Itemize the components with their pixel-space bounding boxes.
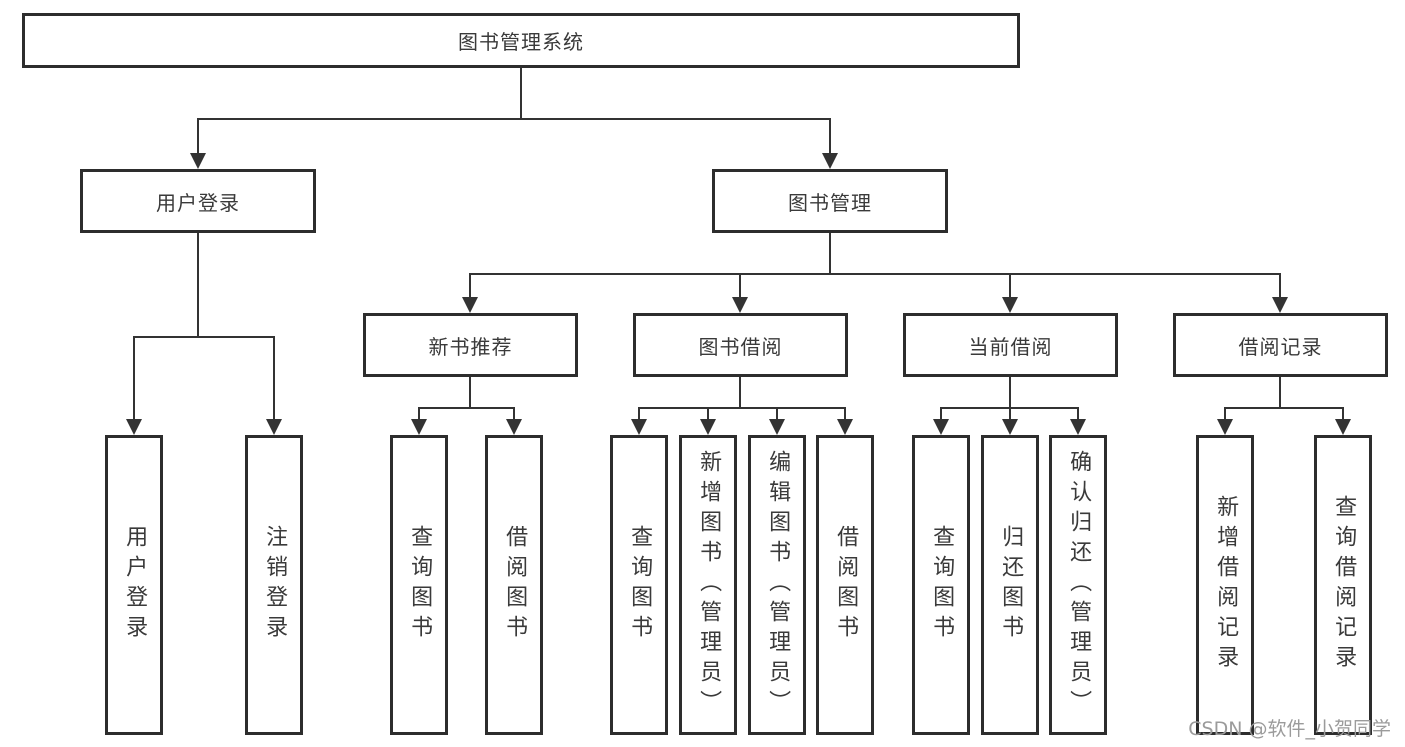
- connector-line: [470, 273, 1281, 275]
- connector-line: [1225, 407, 1344, 409]
- connector-line: [419, 407, 515, 409]
- leaf-query-borrow-record: 查询借阅记录: [1314, 435, 1372, 735]
- arrow-down-icon: [462, 273, 478, 313]
- node-user-login: 用户登录: [80, 169, 316, 233]
- node-new-book-recommend: 新书推荐: [363, 313, 578, 377]
- connector-line: [1009, 377, 1011, 407]
- csdn-watermark: CSDN @软件_小贺同学: [1188, 718, 1391, 740]
- arrow-down-icon: [631, 407, 647, 435]
- leaf-return-books: 归还图书: [981, 435, 1039, 735]
- leaf-query-books-1: 查询图书: [390, 435, 448, 735]
- arrow-down-icon: [190, 118, 206, 169]
- node-book-borrow: 图书借阅: [633, 313, 848, 377]
- connector-line: [739, 377, 741, 407]
- arrow-down-icon: [1002, 273, 1018, 313]
- leaf-borrow-books-2: 借阅图书: [816, 435, 874, 735]
- connector-line: [197, 233, 199, 336]
- arrow-down-icon: [837, 407, 853, 435]
- arrow-down-icon: [700, 407, 716, 435]
- connector-line: [520, 68, 522, 118]
- arrow-down-icon: [822, 118, 838, 169]
- leaf-query-books-2: 查询图书: [610, 435, 668, 735]
- arrow-down-icon: [1272, 273, 1288, 313]
- connector-line: [198, 118, 831, 120]
- arrow-down-icon: [732, 273, 748, 313]
- connector-line: [829, 233, 831, 273]
- leaf-edit-books-admin: 编辑图书（管理员）: [748, 435, 806, 735]
- leaf-add-books-admin: 新增图书（管理员）: [679, 435, 737, 735]
- connector-line: [134, 336, 275, 338]
- arrow-down-icon: [266, 336, 282, 435]
- node-book-management: 图书管理: [712, 169, 948, 233]
- leaf-query-books-3: 查询图书: [912, 435, 970, 735]
- leaf-logout: 注销登录: [245, 435, 303, 735]
- arrow-down-icon: [126, 336, 142, 435]
- node-current-borrow: 当前借阅: [903, 313, 1118, 377]
- leaf-user-login: 用户登录: [105, 435, 163, 735]
- arrow-down-icon: [506, 407, 522, 435]
- leaf-borrow-books-1: 借阅图书: [485, 435, 543, 735]
- arrow-down-icon: [1217, 407, 1233, 435]
- arrow-down-icon: [769, 407, 785, 435]
- connector-line: [639, 407, 846, 409]
- arrow-down-icon: [933, 407, 949, 435]
- arrow-down-icon: [411, 407, 427, 435]
- leaf-add-borrow-record: 新增借阅记录: [1196, 435, 1254, 735]
- node-root-system: 图书管理系统: [22, 13, 1020, 68]
- leaf-confirm-return-admin: 确认归还（管理员）: [1049, 435, 1107, 735]
- arrow-down-icon: [1335, 407, 1351, 435]
- node-borrow-record: 借阅记录: [1173, 313, 1388, 377]
- connector-line: [1279, 377, 1281, 407]
- arrow-down-icon: [1070, 407, 1086, 435]
- arrow-down-icon: [1002, 407, 1018, 435]
- connector-line: [469, 377, 471, 407]
